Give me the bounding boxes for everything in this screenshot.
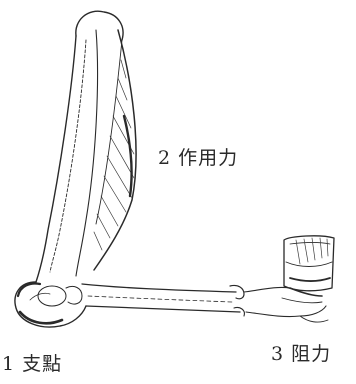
weight-load: [284, 236, 334, 291]
elbow-joint: [15, 282, 86, 327]
upper-arm: [36, 11, 123, 282]
load-label: 3 阻力: [271, 339, 331, 366]
effort-label: 2 作用力: [158, 143, 238, 170]
forearm: [82, 284, 244, 316]
hand: [244, 287, 328, 322]
biceps-muscle: [94, 30, 136, 270]
fulcrum-label: 1 支點: [2, 349, 62, 376]
